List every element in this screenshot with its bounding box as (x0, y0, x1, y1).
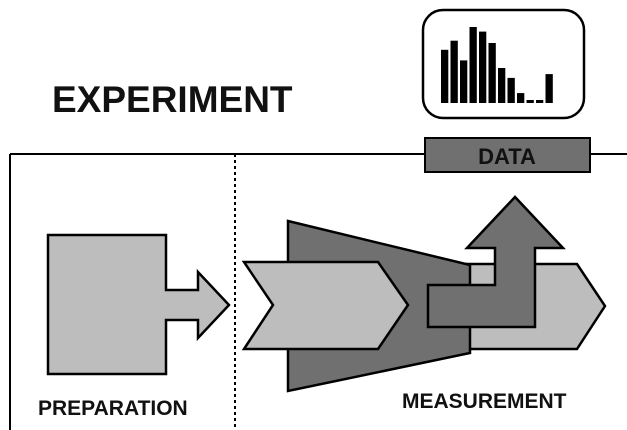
histogram-bar (507, 77, 515, 103)
histogram-bars (441, 27, 553, 104)
data-output-arrow (426, 195, 566, 329)
histogram-bar (488, 43, 496, 103)
histogram-bar (441, 49, 449, 103)
histogram-icon (421, 8, 586, 120)
measurement-label: MEASUREMENT (402, 390, 567, 413)
histogram-bar (469, 27, 477, 103)
histogram-bar (526, 100, 534, 103)
histogram-bar (450, 40, 458, 103)
preparation-label: PREPARATION (38, 397, 188, 420)
diagram-title: EXPERIMENT (52, 79, 293, 120)
data-label: DATA (478, 144, 536, 169)
histogram-bar (498, 68, 506, 103)
histogram-bar (536, 100, 544, 103)
histogram-bar (517, 93, 525, 103)
histogram-bar (460, 60, 468, 103)
preparation-arrow (46, 233, 231, 376)
histogram-bar (545, 74, 553, 103)
measurement-chevron-front (241, 260, 410, 351)
histogram-bar (479, 31, 487, 104)
data-box (424, 137, 591, 173)
